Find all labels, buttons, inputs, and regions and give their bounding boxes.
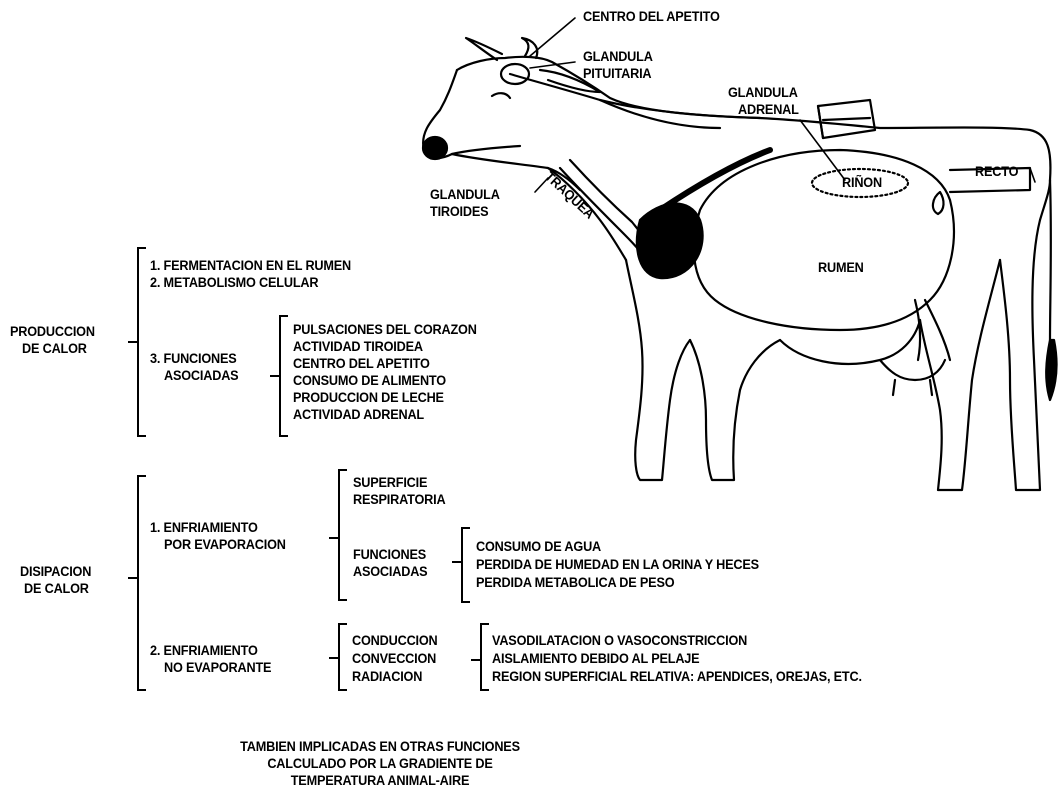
mecanismo-item: RADIACION (352, 668, 422, 685)
disipacion-title-1: DISIPACION (20, 563, 91, 580)
asociada-item: CONSUMO DE ALIMENTO (293, 372, 446, 389)
bracket-produccion (138, 248, 146, 436)
asociada-item: ACTIVIDAD TIROIDEA (293, 338, 423, 355)
funciones-label-1: FUNCIONES (353, 546, 426, 563)
funciones-item: PERDIDA METABOLICA DE PESO (476, 574, 674, 591)
funciones-item: PERDIDA DE HUMEDAD EN LA ORINA Y HECES (476, 556, 759, 573)
bracket-no-evaporante (339, 624, 347, 690)
mecanismo-item: CONDUCCION (352, 632, 438, 649)
footer-line: TAMBIEN IMPLICADAS EN OTRAS FUNCIONES (192, 738, 568, 755)
mecanismo-detail: AISLAMIENTO DEBIDO AL PELAJE (492, 650, 699, 667)
asociada-item: PRODUCCION DE LECHE (293, 389, 444, 406)
asociada-item: ACTIVIDAD ADRENAL (293, 406, 424, 423)
superficie-label-2: RESPIRATORIA (353, 491, 445, 508)
produccion-item-3b: ASOCIADAS (164, 367, 238, 384)
disipacion-title-2: DE CALOR (24, 580, 89, 597)
produccion-item-1: 1. FERMENTACION EN EL RUMEN (150, 257, 351, 274)
noevap-label-2: NO EVAPORANTE (164, 659, 271, 676)
footer-line: TEMPERATURA ANIMAL-AIRE (192, 772, 568, 789)
evap-label-1: 1. ENFRIAMIENTO (150, 519, 258, 536)
footer-line: CALCULADO POR LA GRADIENTE DE (192, 755, 568, 772)
bracket-funciones (462, 528, 470, 602)
asociada-item: CENTRO DEL APETITO (293, 355, 430, 372)
produccion-item-2: 2. METABOLISMO CELULAR (150, 274, 318, 291)
produccion-title-1: PRODUCCION (10, 323, 95, 340)
evap-label-2: POR EVAPORACION (164, 536, 286, 553)
bracket-mecanismos (481, 624, 489, 690)
bracket-evaporacion (339, 470, 347, 600)
bracket-disipacion (138, 476, 146, 690)
produccion-item-3a: 3. FUNCIONES (150, 350, 237, 367)
mecanismo-item: CONVECCION (352, 650, 436, 667)
mecanismo-detail: VASODILATACION O VASOCONSTRICCION (492, 632, 747, 649)
superficie-label-1: SUPERFICIE (353, 474, 427, 491)
funciones-label-2: ASOCIADAS (353, 563, 427, 580)
noevap-label-1: 2. ENFRIAMIENTO (150, 642, 258, 659)
mecanismo-detail: REGION SUPERFICIAL RELATIVA: APENDICES, … (492, 668, 862, 685)
asociada-item: PULSACIONES DEL CORAZON (293, 321, 477, 338)
funciones-item: CONSUMO DE AGUA (476, 538, 601, 555)
produccion-title-2: DE CALOR (22, 340, 87, 357)
bracket-asociadas (280, 316, 288, 436)
